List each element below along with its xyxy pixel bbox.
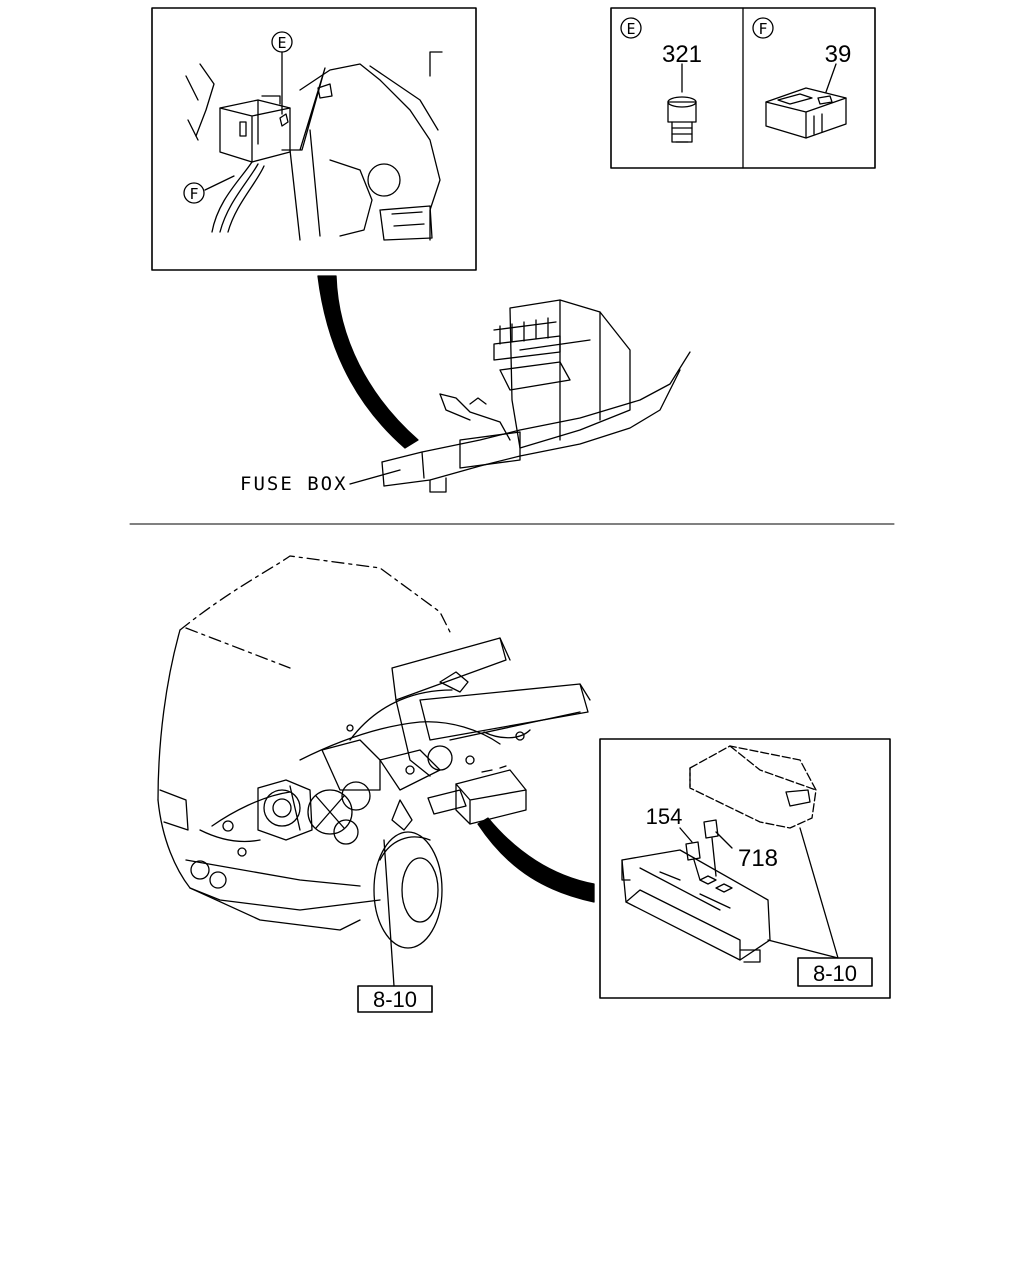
- fuse-box-harness-illustration: [381, 299, 691, 493]
- connector-arrow-bottom: [477, 817, 595, 903]
- connector-arrow-top: [317, 275, 419, 449]
- parts-e-callout: E: [626, 20, 635, 38]
- part-number-321: 321: [662, 41, 702, 68]
- part-number-39: 39: [825, 41, 852, 68]
- fuse-box-leader: [349, 469, 401, 485]
- fuse-box-detail-illustration: [599, 738, 891, 999]
- part-321-illustration: [667, 63, 697, 143]
- ref-label-vehicle: 8-10: [373, 987, 417, 1012]
- parts-legend-box: [610, 7, 876, 169]
- callout-f-label: F: [189, 185, 198, 203]
- fuse-box-label: FUSE BOX: [240, 473, 348, 495]
- ref-box-vehicle: [357, 985, 433, 1013]
- part-number-718: 718: [738, 845, 778, 872]
- vehicle-overview-illustration: [157, 555, 591, 949]
- ref-box-detail: [797, 957, 873, 987]
- callout-e-label: E: [277, 34, 286, 52]
- part-number-154: 154: [646, 804, 683, 829]
- vehicle-ref-leader: [383, 839, 395, 987]
- part-39-illustration: [765, 63, 847, 139]
- top-detail-illustration: [151, 7, 477, 271]
- parts-f-callout: F: [758, 20, 767, 38]
- ref-label-detail: 8-10: [813, 961, 857, 986]
